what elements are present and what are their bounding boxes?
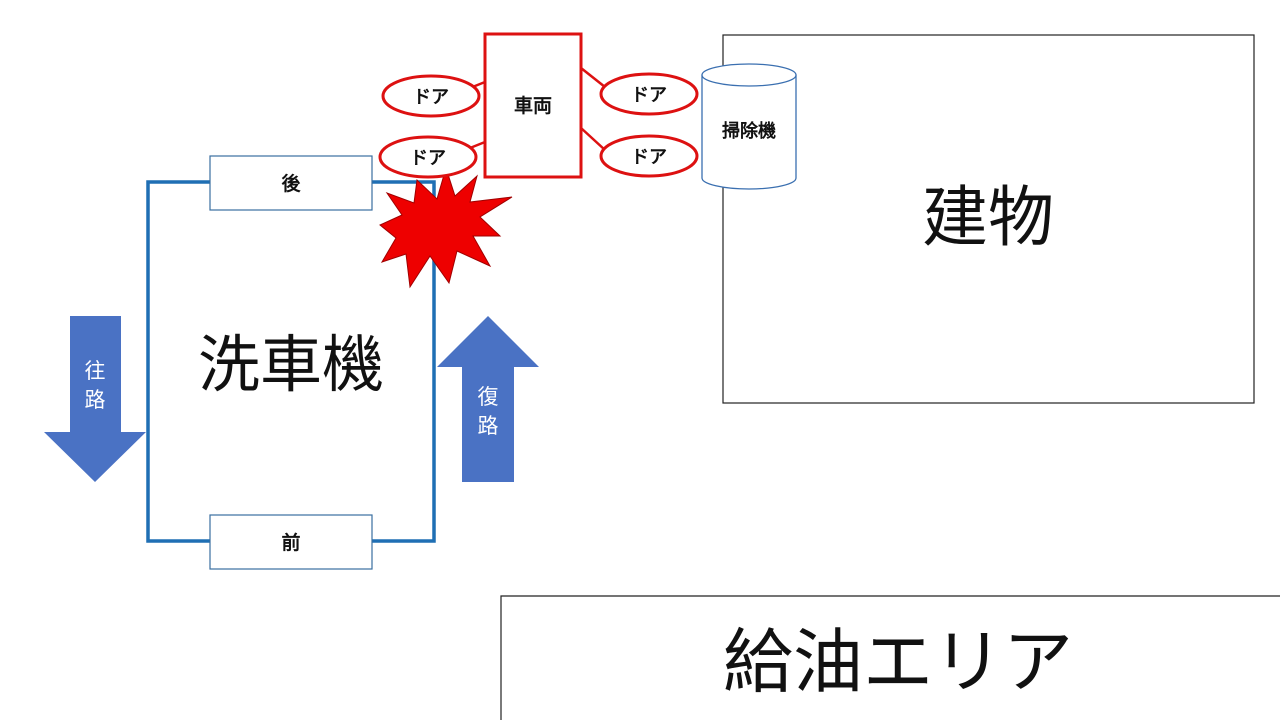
arrow-down-icon — [44, 316, 146, 482]
connector-left-bottom — [469, 140, 486, 150]
door-left-bottom: ドア — [378, 135, 478, 179]
fuel-area-outline — [500, 595, 1280, 720]
door-ellipse — [381, 74, 481, 118]
door-label: ドア — [631, 85, 667, 106]
building-label: 建物 — [922, 179, 1054, 256]
outbound-label-2: 路 — [85, 388, 106, 412]
return-label-2: 路 — [478, 414, 499, 438]
fuel-area: 給油エリア — [500, 595, 1280, 720]
arrow-up-icon — [437, 316, 539, 482]
vehicle-body — [483, 32, 583, 179]
rear-box — [209, 155, 373, 211]
rear-label: 後 — [281, 172, 301, 195]
door-ellipse — [599, 72, 699, 116]
door-right-bottom: ドア — [599, 134, 699, 178]
vehicle: 車両 — [483, 32, 583, 179]
cylinder-icon — [701, 63, 797, 190]
vacuum-cleaner: 掃除機 — [701, 63, 797, 190]
outbound-arrow: 往 路 — [44, 316, 146, 482]
door-right-top: ドア — [599, 72, 699, 116]
car-wash-machine: 洗車機 後 前 — [146, 155, 436, 570]
building-outline — [722, 34, 1255, 404]
door-label: ドア — [631, 147, 667, 168]
door-left-top: ドア — [381, 74, 481, 118]
door-ellipse — [599, 134, 699, 178]
door-label: ドア — [410, 148, 446, 169]
building: 建物 — [722, 34, 1255, 404]
outbound-label-1: 往 — [85, 359, 106, 383]
vacuum-label: 掃除機 — [722, 120, 776, 142]
door-label: ドア — [413, 87, 449, 108]
connector-right-top — [580, 67, 606, 88]
vehicle-door-connectors — [469, 67, 606, 151]
vehicle-label: 車両 — [514, 94, 552, 117]
door-ellipse — [378, 135, 478, 179]
car-wash-label: 洗車機 — [198, 328, 384, 401]
front-label: 前 — [281, 531, 300, 554]
fuel-area-label: 給油エリア — [723, 621, 1073, 703]
return-arrow: 復 路 — [437, 316, 539, 482]
return-label-1: 復 — [478, 385, 499, 409]
connector-right-bottom — [580, 127, 606, 151]
front-box — [209, 514, 373, 570]
explosion-burst-icon — [379, 166, 513, 289]
